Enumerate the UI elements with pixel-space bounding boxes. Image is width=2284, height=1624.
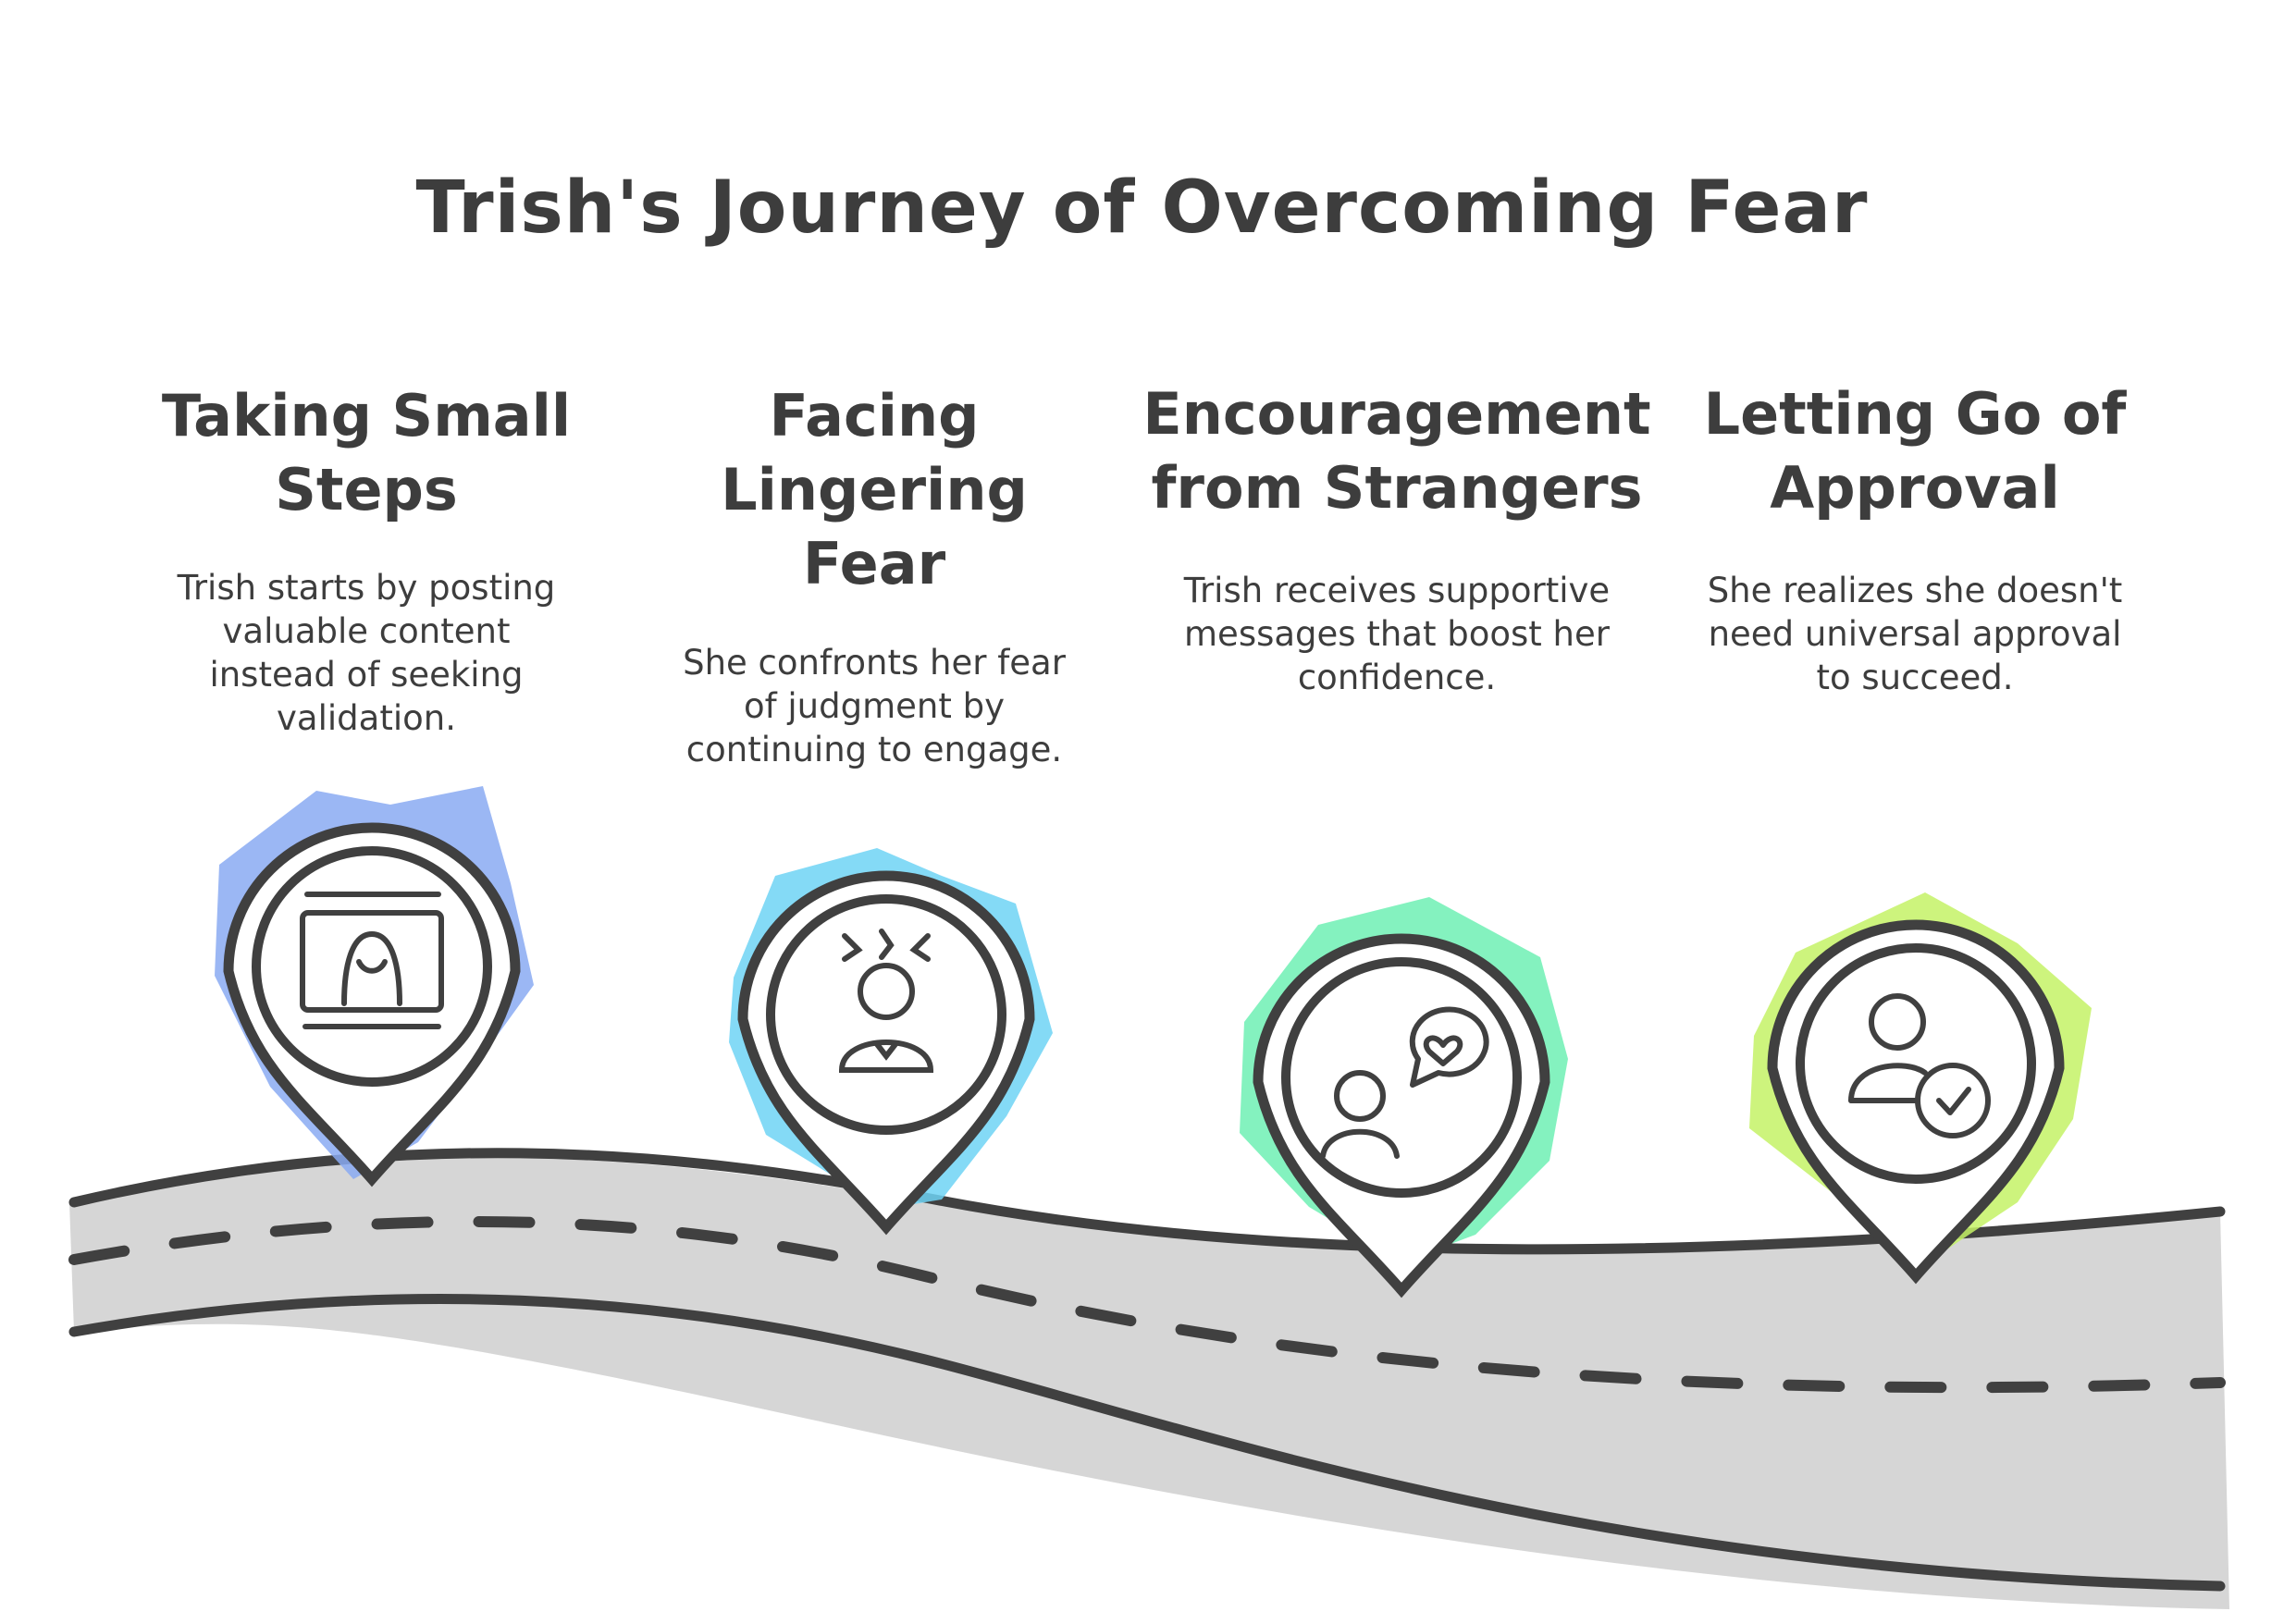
road-bottom-edge	[68, 1294, 2226, 1592]
stage-3-marker	[1240, 897, 1568, 1298]
stressed-person-icon	[838, 929, 934, 1073]
stage-4-marker	[1749, 892, 2092, 1285]
stage-1-marker	[215, 786, 534, 1187]
person-on-screen-icon	[300, 892, 444, 1029]
road-top-edge	[68, 1148, 2226, 1255]
person-checkmark-icon	[1848, 993, 1991, 1138]
stage-2-marker	[729, 848, 1053, 1236]
road-surface	[69, 1156, 2229, 1609]
road-center-line	[68, 1215, 2226, 1394]
person-heart-message-icon	[1320, 1006, 1489, 1159]
diagram-title: Trish's Journey of Overcoming Fear	[415, 166, 1869, 250]
